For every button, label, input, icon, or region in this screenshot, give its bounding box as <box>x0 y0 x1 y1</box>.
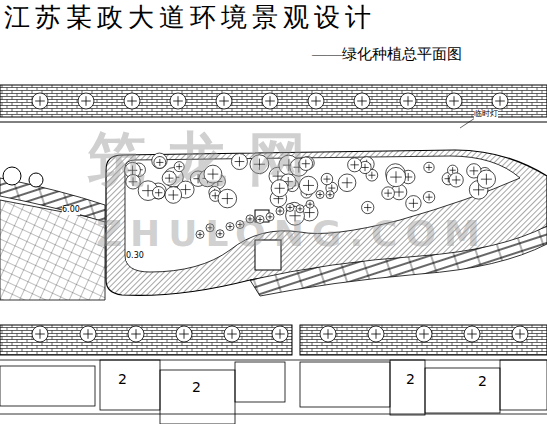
plan-title: 江苏某政大道环境景观设计 <box>4 4 376 33</box>
tree-mark <box>368 172 375 179</box>
tree-mark <box>222 193 233 204</box>
tree-symbol <box>512 326 528 342</box>
tree-symbol <box>80 326 96 342</box>
tree-symbol <box>348 158 362 172</box>
tree-symbol <box>224 326 240 342</box>
tree-symbol <box>492 93 508 109</box>
tree-symbol <box>32 326 48 342</box>
tree-symbol <box>386 167 405 186</box>
tree-mark <box>426 164 432 170</box>
tree-symbol <box>78 93 94 109</box>
floor-number: 2 <box>118 372 127 387</box>
tree-mark <box>219 96 229 106</box>
tree-symbol <box>216 93 232 109</box>
tree-mark <box>495 96 505 106</box>
tree-mark <box>364 204 371 211</box>
tree-symbol <box>368 326 384 342</box>
tree-mark <box>35 329 45 339</box>
tree-mark <box>449 96 459 106</box>
tree-symbol <box>124 93 140 109</box>
tree-symbol <box>382 187 395 200</box>
callout-text: 临时灯 <box>474 110 498 119</box>
tree-mark <box>419 329 429 339</box>
tree-mark <box>328 192 333 197</box>
tree-mark <box>394 187 403 196</box>
tree-mark <box>212 192 219 199</box>
tree-symbol <box>416 326 432 342</box>
tree-mark <box>403 96 413 106</box>
tree-mark <box>35 96 45 106</box>
tree-mark <box>350 161 358 169</box>
tree-mark <box>371 329 381 339</box>
tree-mark <box>227 329 237 339</box>
tree-mark <box>467 329 477 339</box>
tree-symbol <box>272 326 288 342</box>
tree-symbol <box>424 162 434 172</box>
tree-symbol <box>449 173 463 187</box>
tree-symbol <box>32 93 48 109</box>
tree-mark <box>173 96 183 106</box>
tree-mark <box>288 205 293 210</box>
tree-mark <box>278 209 283 214</box>
tree-symbol <box>423 191 434 202</box>
tree-symbol <box>362 201 374 213</box>
tree-mark <box>481 174 492 185</box>
tree-mark <box>311 96 321 106</box>
tree-symbol <box>286 203 294 211</box>
tree-symbol <box>446 93 462 109</box>
tree-symbol <box>406 196 421 211</box>
tree-symbol <box>170 93 186 109</box>
tree-symbol <box>306 200 314 208</box>
dimension: 6.00 <box>62 206 80 215</box>
floor-number: 2 <box>192 380 201 395</box>
watermark: ZHULONG.COM <box>96 214 488 254</box>
tree-symbol <box>464 326 480 342</box>
tree-mark <box>265 96 275 106</box>
floor-number: 2 <box>478 374 487 389</box>
tree-symbol <box>308 93 324 109</box>
tree-mark <box>323 329 333 339</box>
tree-mark <box>127 96 137 106</box>
tree-symbol <box>477 170 495 188</box>
tree-symbol <box>354 93 370 109</box>
tree-mark <box>275 329 285 339</box>
tree-mark <box>390 171 402 183</box>
tree-mark <box>384 189 392 197</box>
tree-mark <box>470 167 479 176</box>
tree-mark <box>452 176 461 185</box>
tree-symbol <box>400 93 416 109</box>
tree-mark <box>83 329 93 339</box>
tree-mark <box>131 329 141 339</box>
watermark: 筑龙网 <box>88 128 328 192</box>
tree-symbol <box>128 326 144 342</box>
tree-mark <box>357 96 367 106</box>
tree-symbol <box>262 93 278 109</box>
tree-mark <box>450 167 456 173</box>
tree-mark <box>308 202 313 207</box>
tree-mark <box>318 192 323 197</box>
tree-mark <box>361 164 368 171</box>
tree-mark <box>298 206 303 211</box>
floor-number: 2 <box>406 372 415 387</box>
tree-symbol <box>338 174 356 192</box>
tree-symbol <box>320 326 336 342</box>
tree-mark <box>515 329 525 339</box>
plan-subtitle: ——绿化种植总平面图 <box>312 46 462 63</box>
tree-symbol <box>218 189 237 208</box>
tree-symbol <box>296 205 304 213</box>
tree-mark <box>342 177 353 188</box>
tree-symbol <box>176 326 192 342</box>
tree-mark <box>409 199 418 208</box>
tree-mark <box>179 329 189 339</box>
tree-mark <box>81 96 91 106</box>
tree-mark <box>426 194 433 201</box>
tree-symbol <box>326 191 334 199</box>
